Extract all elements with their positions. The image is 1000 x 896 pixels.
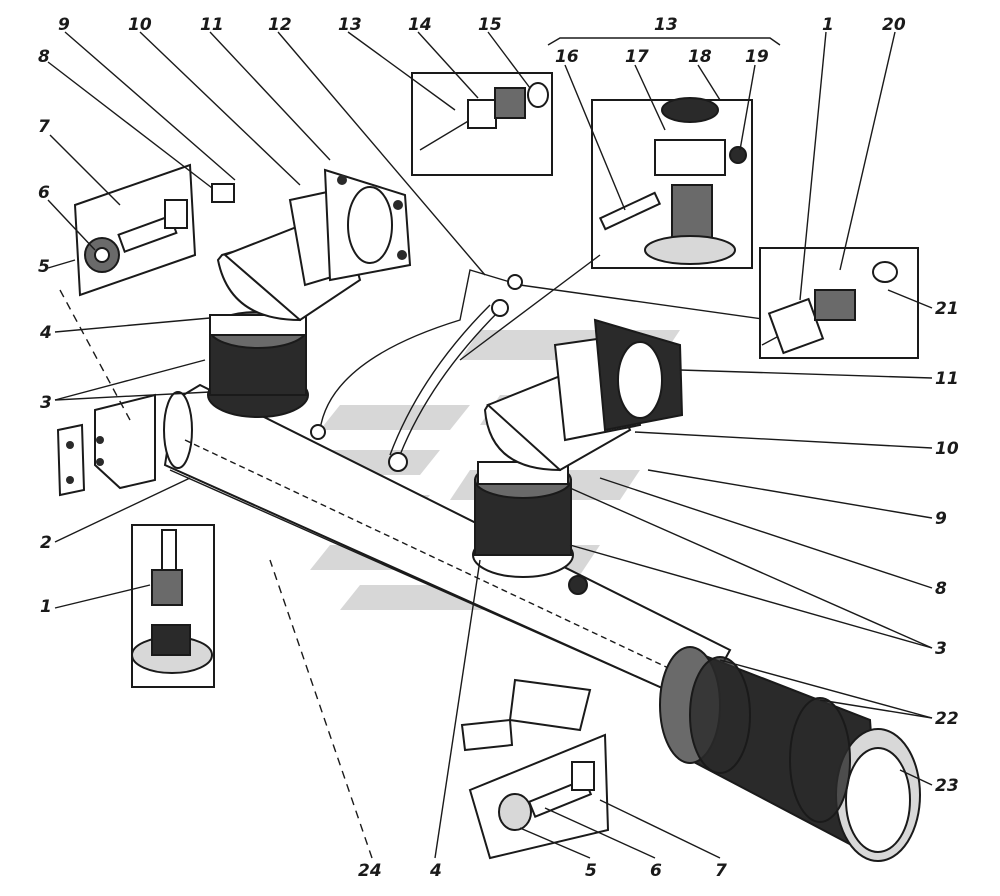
label-11-right: 11 xyxy=(935,369,959,389)
muffler-body xyxy=(659,646,921,862)
left-exhaust-elbow xyxy=(207,168,412,418)
label-7-bottom: 7 xyxy=(715,861,727,881)
label-22: 22 xyxy=(935,709,959,729)
label-13-top: 13 xyxy=(338,15,362,35)
label-3-left: 3 xyxy=(40,393,52,413)
label-8-left: 8 xyxy=(38,47,50,67)
inset-bolt-bottom xyxy=(468,733,610,860)
label-4-left: 4 xyxy=(39,323,52,343)
label-5-bottom: 5 xyxy=(585,861,597,881)
label-8-right: 8 xyxy=(935,579,947,599)
label-21: 21 xyxy=(935,299,959,319)
label-19: 19 xyxy=(745,47,769,67)
label-18: 18 xyxy=(688,47,712,67)
label-6-left: 6 xyxy=(38,183,50,203)
label-6-bottom: 6 xyxy=(650,861,662,881)
label-7-left: 7 xyxy=(38,117,50,137)
label-12-top: 12 xyxy=(268,15,292,35)
label-24: 24 xyxy=(358,861,382,881)
label-10-top: 10 xyxy=(128,15,152,35)
label-20: 20 xyxy=(882,15,906,35)
label-13-group: 13 xyxy=(654,15,678,35)
left-bracket xyxy=(56,393,156,497)
label-23: 23 xyxy=(935,776,959,796)
label-11-top: 11 xyxy=(200,15,224,35)
inset-union xyxy=(759,247,919,359)
label-15-top: 15 xyxy=(478,15,502,35)
label-10-right: 10 xyxy=(935,439,959,459)
label-2-left: 2 xyxy=(40,533,52,553)
bottom-bracket xyxy=(460,678,592,752)
label-9-right: 9 xyxy=(935,509,947,529)
leader-lines xyxy=(47,31,933,859)
label-1-left: 1 xyxy=(40,597,52,617)
label-1-top: 1 xyxy=(822,15,834,35)
right-exhaust-elbow xyxy=(472,318,684,578)
label-4-bottom: 4 xyxy=(429,861,442,881)
inset-bolt-left xyxy=(73,163,235,297)
part-labels: 9 10 11 12 13 14 15 13 16 17 18 19 1 20 … xyxy=(38,15,959,881)
label-16: 16 xyxy=(555,47,579,67)
inset-fitting-lower-left xyxy=(131,524,215,688)
label-5-left: 5 xyxy=(38,257,50,277)
inset-clamp xyxy=(591,97,753,269)
label-14-top: 14 xyxy=(408,15,432,35)
label-9-top: 9 xyxy=(58,15,70,35)
label-17: 17 xyxy=(625,47,649,67)
label-3-right: 3 xyxy=(935,639,947,659)
exhaust-tubes xyxy=(310,269,771,595)
inset-pipe-nut xyxy=(411,72,553,176)
